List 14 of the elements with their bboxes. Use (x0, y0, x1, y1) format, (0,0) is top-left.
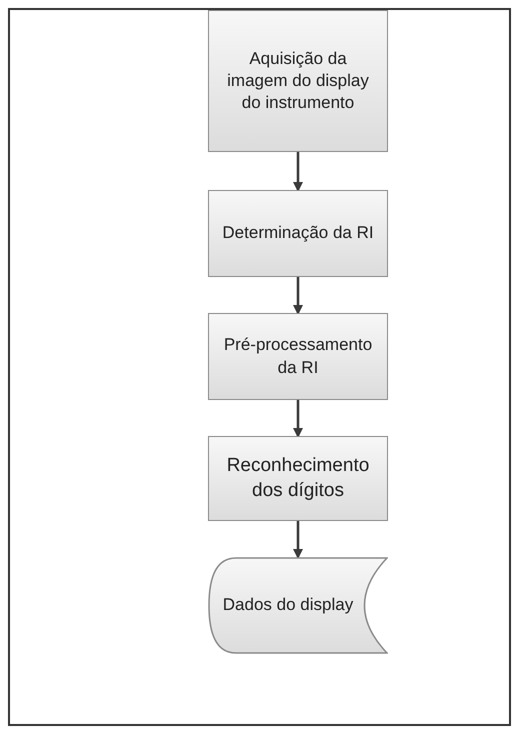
arrow (293, 152, 303, 192)
box-text: Reconhecimento dos dígitos (226, 454, 370, 502)
box-text: Determinação da RI (221, 222, 375, 244)
box-text: Aquisição da imagem do display do instrumento (226, 48, 370, 114)
arrow (293, 521, 303, 559)
arrow (293, 277, 303, 315)
box-text: Pré-processamento da RI (222, 334, 374, 378)
process-box (208, 190, 388, 277)
process-box (208, 313, 388, 400)
process-box (208, 436, 388, 521)
stored-data-shape (208, 557, 388, 654)
arrow (293, 400, 303, 438)
process-box (208, 10, 388, 152)
box-text: Dados do display (222, 594, 354, 616)
